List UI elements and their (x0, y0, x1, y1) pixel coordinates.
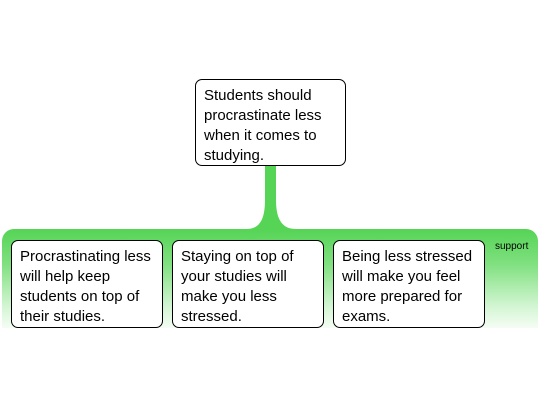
child-node-1-text: Procrastinating less will help keep stud… (20, 248, 151, 325)
support-label: support (495, 241, 529, 252)
root-node-text: Students should procrastinate less when … (204, 87, 322, 164)
child-node-3-text: Being less stressed will make you feel m… (342, 248, 473, 325)
child-node-2[interactable]: Staying on top of your studies will make… (172, 240, 324, 328)
root-node[interactable]: Students should procrastinate less when … (195, 79, 346, 166)
child-node-1[interactable]: Procrastinating less will help keep stud… (11, 240, 163, 328)
child-node-3[interactable]: Being less stressed will make you feel m… (333, 240, 485, 328)
child-node-2-text: Staying on top of your studies will make… (181, 248, 294, 325)
